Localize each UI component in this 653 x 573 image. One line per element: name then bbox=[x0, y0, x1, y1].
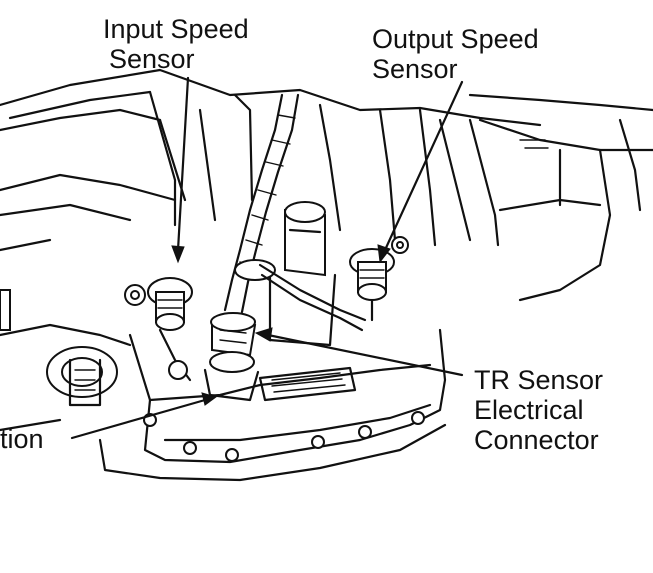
output-speed-sensor-label: Output Speed Sensor bbox=[372, 24, 539, 84]
input-speed-sensor-label: Input Speed Sensor bbox=[103, 14, 249, 74]
partial-label-leader bbox=[70, 398, 207, 440]
tr-sensor-line1: TR Sensor bbox=[474, 365, 604, 395]
wiring-harness bbox=[223, 93, 367, 332]
tr-sensor-line2: Electrical bbox=[474, 395, 584, 425]
output-speed-sensor-line2: Sensor bbox=[372, 54, 458, 84]
input-speed-sensor-line1: Input Speed bbox=[103, 14, 249, 44]
partial-label-arrowhead bbox=[201, 392, 218, 406]
input-speed-leader bbox=[176, 76, 190, 252]
partial-left-label: tion bbox=[0, 424, 44, 454]
partial-left-text: tion bbox=[0, 424, 44, 454]
input-speed-sensor bbox=[124, 277, 193, 382]
output-speed-leader bbox=[383, 80, 464, 252]
tr-sensor-line3: Connector bbox=[474, 425, 599, 455]
leader-lines bbox=[70, 76, 464, 440]
tr-sensor-connector-label: TR Sensor Electrical Connector bbox=[474, 365, 603, 455]
tr-sensor-arrowhead bbox=[254, 327, 273, 342]
shift-shaft-post bbox=[268, 201, 337, 347]
output-speed-arrowhead bbox=[377, 244, 391, 264]
output-speed-sensor-line1: Output Speed bbox=[372, 24, 539, 54]
input-speed-sensor-line2: Sensor bbox=[109, 44, 195, 74]
tr-sensor-leader bbox=[266, 333, 464, 377]
input-speed-arrowhead bbox=[171, 245, 185, 264]
tr-sensor-connector bbox=[203, 312, 260, 402]
transmission-case-outline bbox=[0, 68, 653, 482]
